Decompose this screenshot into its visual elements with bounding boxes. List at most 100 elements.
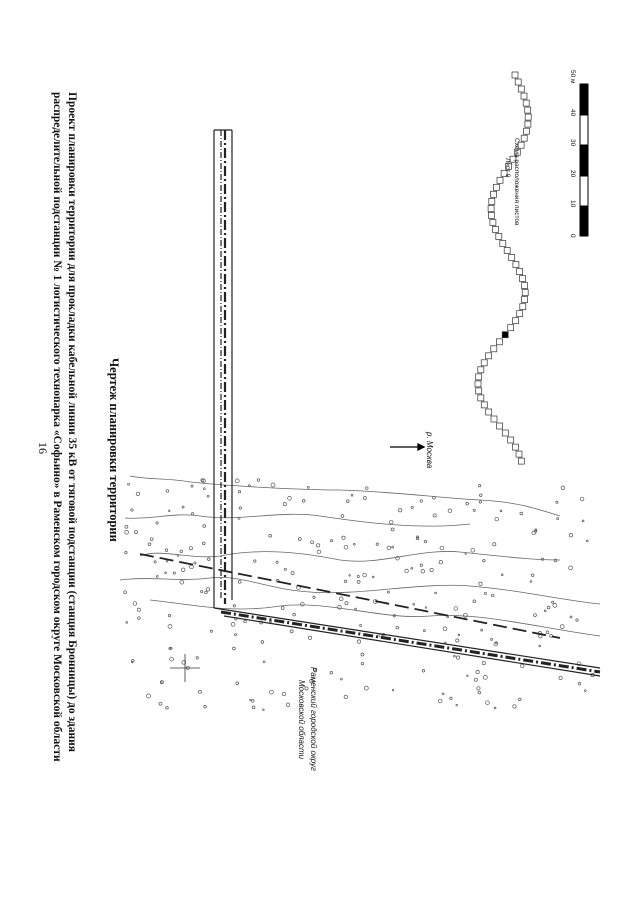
scheme-sheet-cell: [516, 310, 524, 318]
terrain-dot: [132, 601, 138, 606]
terrain-dot: [455, 704, 458, 707]
terrain-dot: [478, 484, 482, 488]
scheme-sheet-cell: [496, 338, 503, 346]
scheme-sheet-cell: [522, 99, 530, 107]
terrain-dot: [410, 505, 414, 509]
district-label-region: Московской области: [297, 680, 306, 760]
terrain-dot: [531, 573, 535, 577]
terrain-dot: [579, 496, 585, 502]
scheme-sheet-cell: [488, 212, 495, 219]
terrain-dot: [269, 689, 274, 695]
terrain-dot: [551, 600, 555, 604]
terrain-dot: [543, 609, 547, 612]
terrain-dot: [387, 590, 390, 594]
scheme-sheet-cell: [490, 190, 497, 198]
scale-tick-30: 30: [569, 139, 576, 147]
scheme-sheet-cell: [490, 345, 498, 353]
terrain-dot: [256, 478, 261, 482]
terrain-dot: [164, 571, 167, 575]
terrain-dot: [462, 612, 468, 618]
terrain-dot: [124, 524, 129, 529]
scheme-sheet-cell: [488, 198, 496, 205]
terrain-dot: [300, 601, 305, 607]
terrain-dot: [203, 487, 206, 490]
terrain-dot: [165, 489, 170, 493]
terrain-dot: [283, 567, 287, 571]
terrain-dot: [438, 560, 443, 565]
terrain-dot: [365, 486, 369, 490]
terrain-dot: [344, 601, 349, 606]
terrain-dot: [191, 512, 195, 516]
terrain-dot: [329, 671, 333, 675]
terrain-dot: [313, 667, 317, 672]
terrain-dot: [343, 544, 349, 550]
terrain-dot: [534, 528, 538, 532]
terrain-dot: [386, 545, 392, 551]
terrain-dot: [243, 619, 247, 624]
scheme-sheet-cell: [520, 134, 528, 142]
terrain-dot: [395, 625, 399, 630]
scheme-sheet-cell: [519, 303, 527, 311]
terrain-dot: [421, 669, 426, 673]
terrain-dot: [137, 616, 141, 620]
terrain-dot: [576, 661, 582, 666]
scheme-sheet-cell: [480, 359, 488, 367]
terrain-dot: [310, 540, 314, 545]
terrain-dot: [147, 542, 152, 547]
scheme-sheet-cell: [523, 127, 530, 135]
terrain-dot: [167, 624, 173, 629]
terrain-dot: [560, 485, 566, 490]
terrain-dot: [275, 560, 279, 564]
scheme-sheet-cell: [490, 415, 498, 423]
terrain-dot: [390, 527, 395, 532]
terrain-dot: [424, 606, 428, 609]
terrain-dot: [453, 654, 456, 658]
scale-tick-20: 20: [569, 170, 576, 178]
terrain-dot: [415, 536, 420, 541]
scheme-sheet-cell: [521, 289, 529, 296]
terrain-dot: [316, 549, 322, 555]
terrain-dot: [429, 567, 434, 573]
terrain-dot: [423, 629, 426, 632]
terrain-dot: [518, 697, 522, 702]
terrain-dot: [195, 656, 199, 660]
terrain-dot: [230, 622, 236, 627]
scale-tick-10: 10: [569, 200, 576, 208]
terrain-dot: [282, 502, 287, 507]
terrain-dot: [359, 624, 362, 627]
terrain-dot: [416, 535, 420, 539]
terrain-dot: [249, 698, 252, 702]
scheme-sheet-cell: [512, 317, 519, 325]
survey-cross-icon: [170, 654, 200, 682]
terrain-dot: [558, 675, 563, 680]
terrain-dot: [455, 638, 460, 643]
terrain-dot: [179, 549, 183, 554]
terrain-dot: [253, 559, 257, 563]
district-label: Раменский городской округ: [309, 667, 318, 771]
terrain-dot: [125, 621, 128, 624]
terrain-dot: [181, 660, 187, 665]
scheme-sheet-cell: [524, 120, 532, 128]
terrain-dot: [556, 517, 560, 520]
river-direction-arrow-icon: [390, 442, 426, 452]
terrain-dot: [238, 506, 242, 510]
terrain-dot: [280, 606, 285, 610]
terrain-dot: [155, 521, 159, 525]
terrain-dot: [350, 494, 354, 497]
terrain-dot: [398, 508, 403, 513]
scheme-sheet-cell: [503, 247, 511, 254]
terrain-dot: [476, 686, 481, 691]
terrain-dot: [270, 482, 276, 488]
scheme-sheet-cell: [507, 324, 515, 332]
scheme-sheet-cell: [516, 268, 523, 275]
terrain-dot: [389, 519, 394, 525]
terrain-dot: [234, 633, 237, 636]
terrain-dot: [232, 604, 236, 608]
terrain-dot: [478, 500, 482, 504]
terrain-dot: [234, 478, 240, 484]
terrain-dot: [362, 572, 367, 578]
terrain-dot: [559, 624, 565, 629]
scale-tick-0: 0: [569, 234, 576, 238]
terrain-dot: [251, 699, 255, 703]
